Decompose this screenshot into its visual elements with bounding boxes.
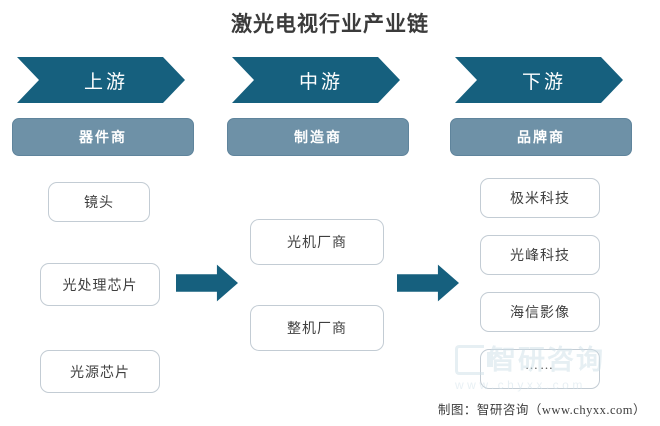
node-upstream-1: 镜头: [48, 182, 150, 222]
page-title: 激光电视行业产业链: [231, 13, 429, 36]
ellipsis-label: ……: [525, 357, 555, 372]
role-box-downstream: 品牌商: [450, 118, 632, 156]
node-upstream-2: 光处理芯片: [40, 263, 160, 306]
node-downstream-1: 极米科技: [480, 178, 600, 218]
node-midstream-1: 光机厂商: [250, 219, 384, 265]
right-arrow-icon: [176, 264, 238, 302]
node-downstream-3: 海信影像: [480, 292, 600, 332]
node-downstream-2: 光峰科技: [480, 235, 600, 275]
node-downstream-4: ……: [480, 349, 600, 389]
role-box-upstream: 器件商: [12, 118, 194, 156]
node-upstream-3: 光源芯片: [40, 350, 160, 393]
stage-chevron-downstream: 下游: [455, 57, 623, 103]
stage-chevron-downstream-label: 下游: [521, 71, 566, 93]
source-credit: 制图：智研咨询（www.chyxx.com）: [437, 403, 646, 417]
role-box-midstream: 制造商: [227, 118, 409, 156]
stage-chevron-upstream-label: 上游: [83, 71, 128, 93]
stage-chevron-midstream: 中游: [232, 57, 400, 103]
node-midstream-2: 整机厂商: [250, 305, 384, 351]
right-arrow-icon: [397, 264, 459, 302]
stage-chevron-upstream: 上游: [17, 57, 185, 103]
stage-chevron-midstream-label: 中游: [298, 71, 343, 93]
